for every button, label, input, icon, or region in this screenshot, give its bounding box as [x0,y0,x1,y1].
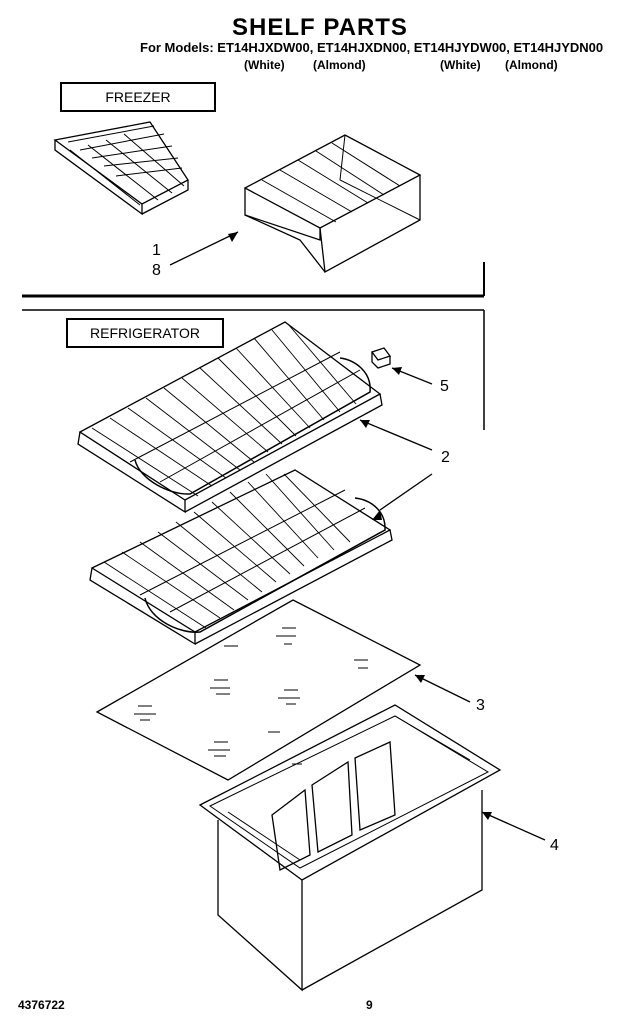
callout-1: 1 [152,242,161,259]
color-label-1: (White) [244,58,285,72]
section-label-freezer: FREEZER [60,82,216,112]
section-label-refrigerator: REFRIGERATOR [66,318,224,348]
callout-leader-3 [414,674,471,703]
color-label-3: (White) [440,58,481,72]
page-title: SHELF PARTS [232,14,408,41]
page-number: 9 [366,998,373,1012]
freezer-shelf-icon [243,134,422,274]
callout-leader-2a [359,419,433,451]
model-list: For Models: ET14HJXDW00, ET14HJXDN00, ET… [140,40,604,55]
callout-3: 3 [476,697,485,714]
callout-leader-4 [481,811,546,841]
refrigerator-shelf-bottom-icon [89,469,393,646]
document-number: 4376722 [18,998,65,1012]
glass-shelf-icon [95,599,422,781]
callout-leader-1 [169,231,239,266]
color-label-2: (Almond) [313,58,366,72]
callout-8: 8 [152,262,161,279]
shelf-clip-icon [370,347,392,369]
color-label-4: (Almond) [505,58,558,72]
callout-5: 5 [440,378,449,395]
refrigerator-shelf-top-icon [77,321,383,514]
callout-2: 2 [441,449,450,466]
callout-leader-2b [379,473,433,511]
ice-tray-icon [53,121,189,216]
crisper-drawer-icon [198,704,502,992]
callout-4: 4 [550,837,559,854]
